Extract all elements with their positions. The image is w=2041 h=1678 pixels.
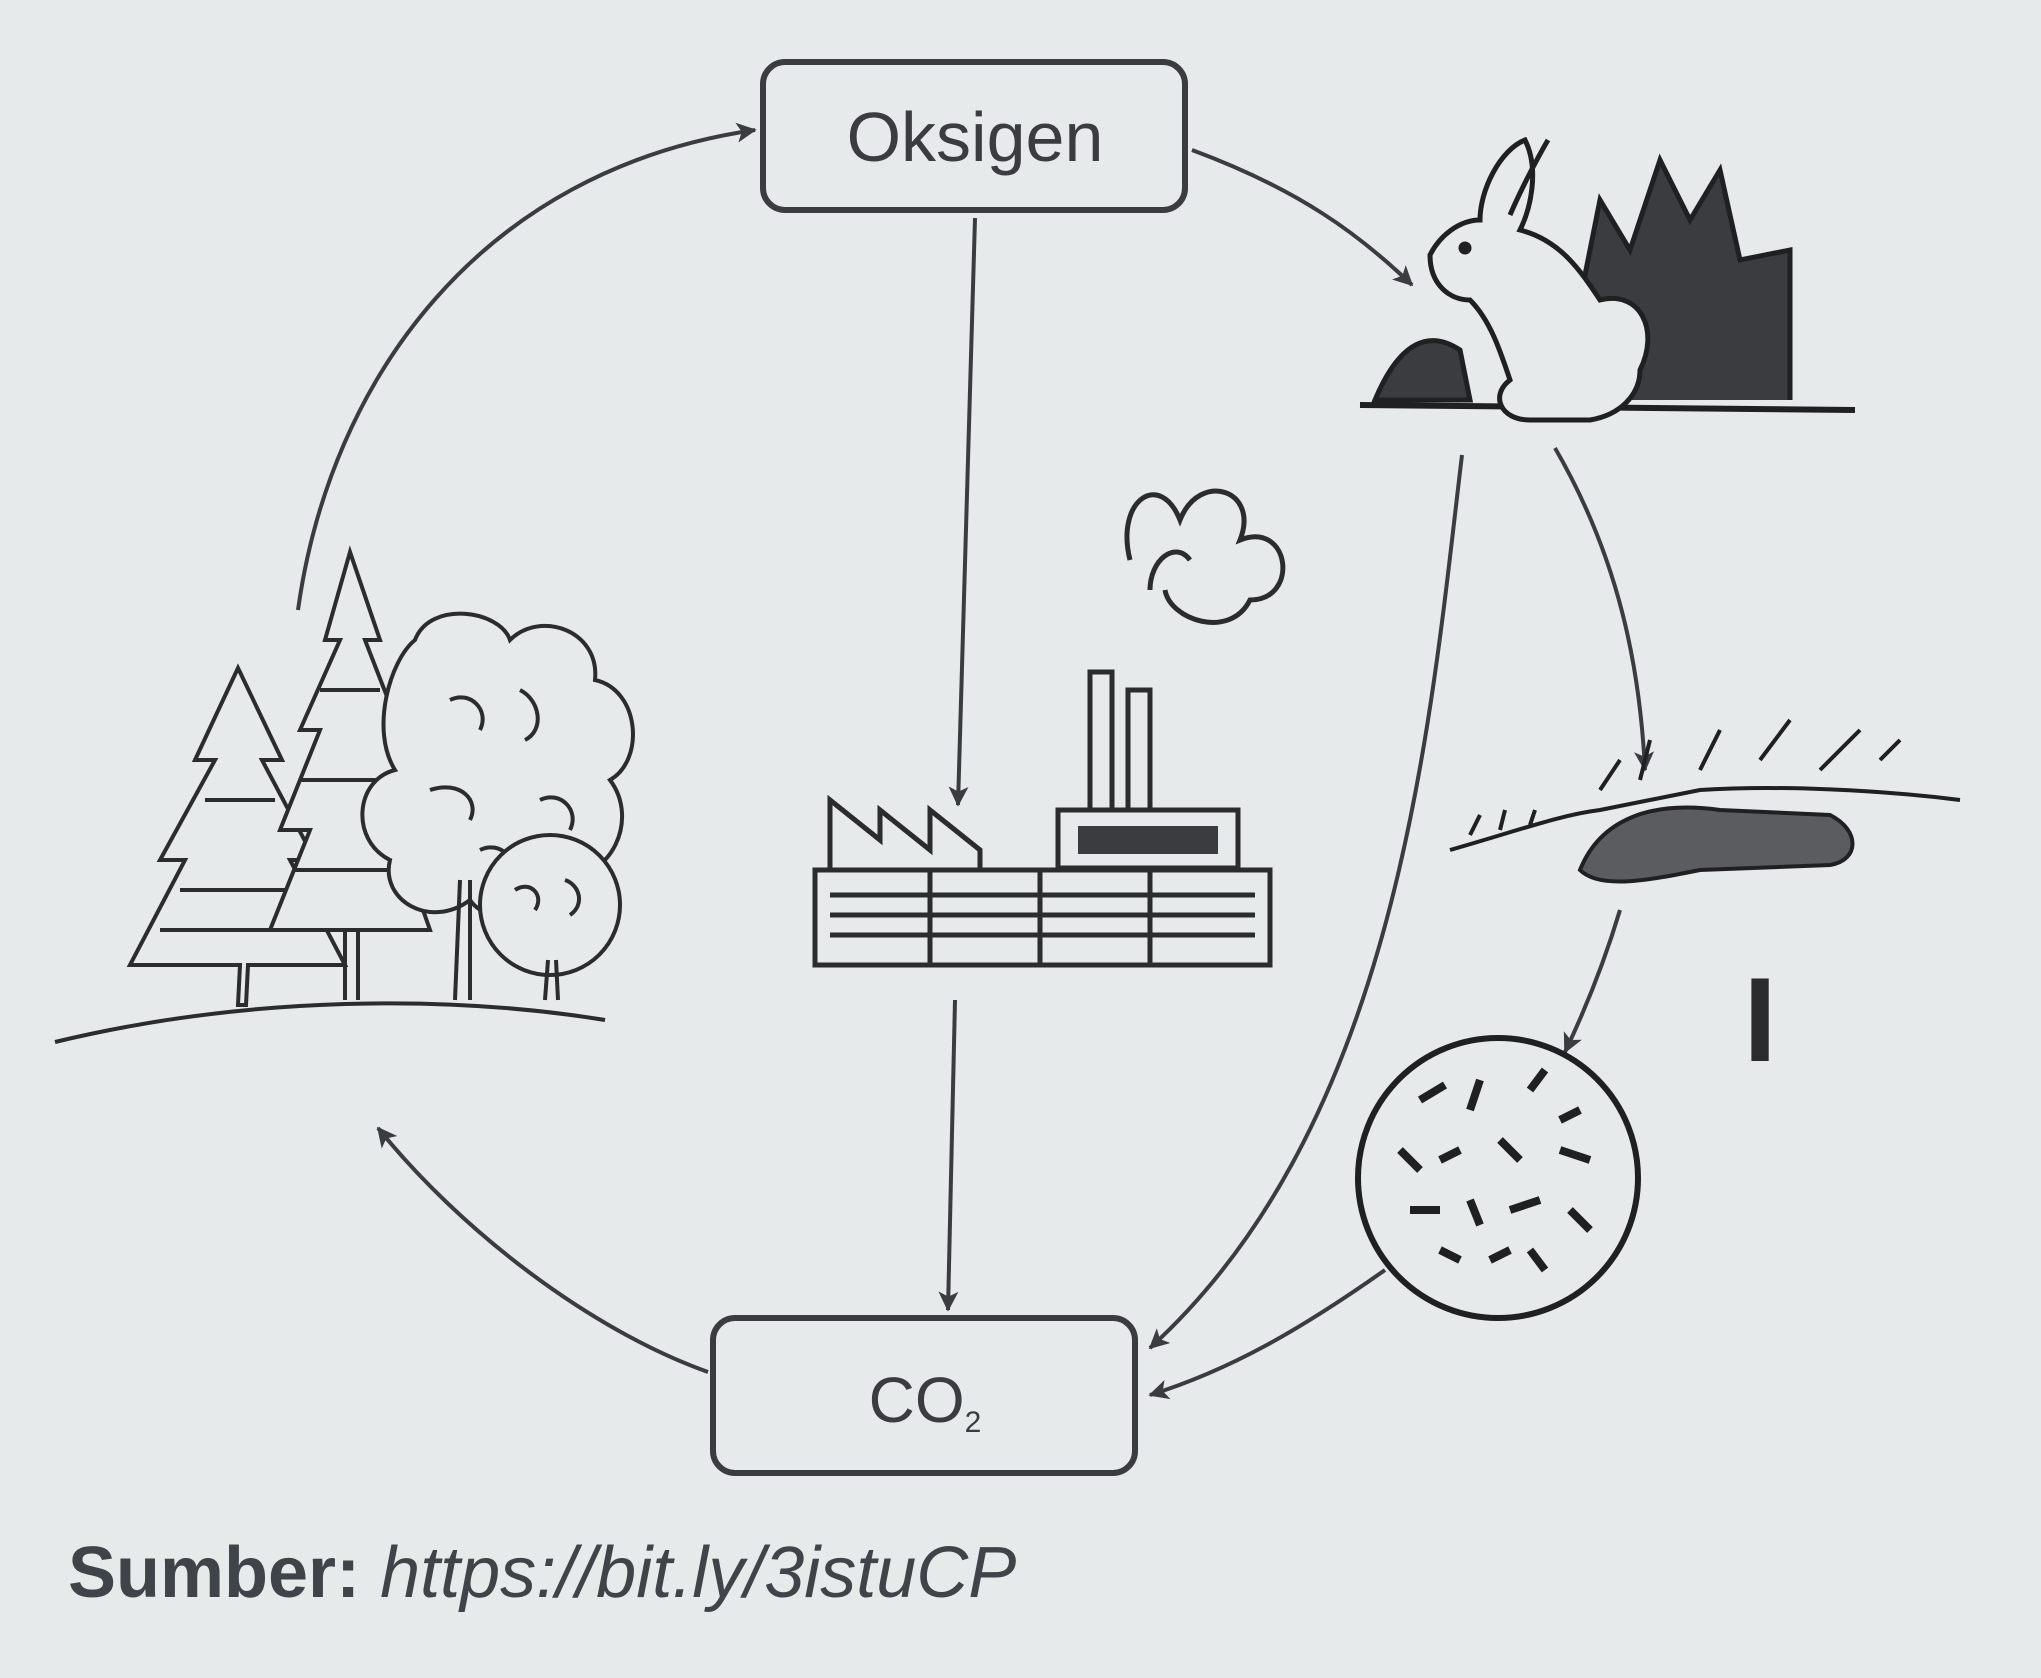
arrow-bacteria-to-co2 — [1150, 1270, 1385, 1395]
rabbit-icon — [1360, 140, 1855, 420]
arrow-rabbit-to-decay — [1555, 448, 1645, 770]
arrow-factory-to-co2 — [948, 1000, 955, 1310]
oxygen-label: Oksigen — [775, 92, 1175, 182]
forest-icon — [55, 552, 633, 1042]
source-caption: Sumber: https://bit.ly/3istuCP — [68, 1528, 1016, 1618]
source-url: https://bit.ly/3istuCP — [380, 1533, 1016, 1613]
source-label: Sumber: — [68, 1533, 360, 1613]
arrow-decay-to-bacteria — [1565, 910, 1620, 1052]
co2-label-subscript: 2 — [965, 1406, 982, 1439]
arrow-forest-to-oxygen — [298, 130, 755, 610]
factory-icon — [815, 491, 1283, 965]
co2-label: CO2 — [725, 1350, 1125, 1450]
arrow-oxygen-to-rabbit — [1192, 150, 1412, 285]
arrow-oxygen-to-factory — [958, 218, 975, 805]
marker-label: I — [1700, 950, 1820, 1090]
bacteria-icon — [1358, 1038, 1638, 1318]
co2-label-main: CO — [869, 1364, 965, 1436]
arrow-co2-to-forest — [378, 1128, 708, 1372]
decaying-plants-icon — [1450, 720, 1960, 882]
